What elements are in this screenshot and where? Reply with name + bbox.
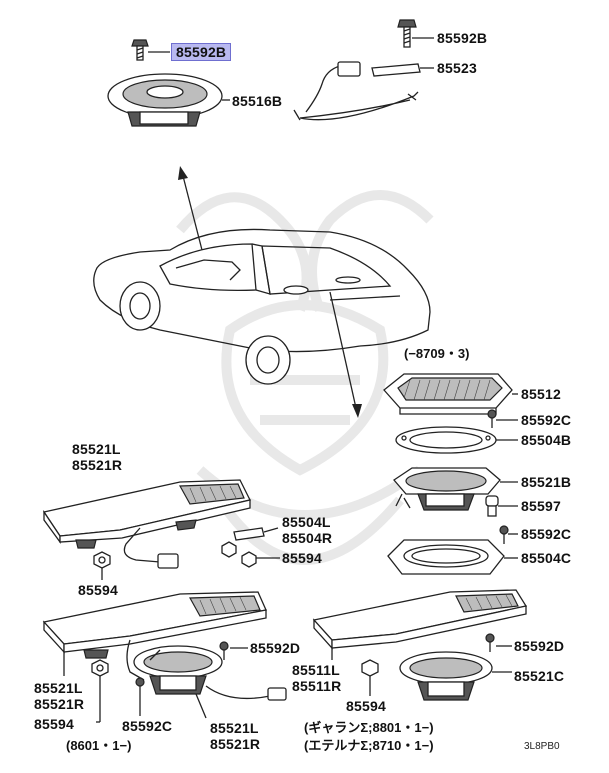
- label-85511L[interactable]: 85511L: [292, 662, 340, 678]
- label-85594-left[interactable]: 85594: [78, 582, 118, 598]
- label-85592B-top[interactable]: 85592B: [171, 43, 232, 61]
- bracket-85523: [293, 19, 421, 121]
- leaders-top: [148, 37, 434, 101]
- label-85511R[interactable]: 85511R: [292, 678, 342, 694]
- date-note-top-right: (−8709・3): [404, 346, 470, 361]
- label-85504C[interactable]: 85504C: [521, 550, 572, 566]
- speaker-85521L-bottom: [126, 639, 287, 701]
- label-85592B-right[interactable]: 85592B: [437, 30, 488, 46]
- car-outline: [93, 228, 431, 385]
- label-85521L-top[interactable]: 85521L: [72, 441, 121, 457]
- arrow-to-rear-speakers: [329, 291, 362, 418]
- label-85521R-top[interactable]: 85521R: [72, 457, 123, 473]
- screw-85592C-bottom: [135, 677, 145, 696]
- speaker-85521B: [393, 467, 501, 511]
- grille-85512: [383, 373, 513, 415]
- label-85521R-bottom-left[interactable]: 85521R: [34, 696, 85, 712]
- bracket-85504L: [233, 527, 279, 541]
- screw-85592D-a: [219, 641, 248, 660]
- speaker-box-85521: [42, 479, 251, 569]
- nut-85594-bottom: [361, 659, 379, 696]
- label-85504B[interactable]: 85504B: [521, 432, 572, 448]
- diagram-code: 3L8PB0: [524, 741, 560, 752]
- label-85523[interactable]: 85523: [437, 60, 477, 76]
- label-85594-mid[interactable]: 85594: [282, 550, 322, 566]
- screw-85592C-b: [499, 525, 509, 544]
- label-85592D-a[interactable]: 85592D: [250, 640, 301, 656]
- label-85592C-b[interactable]: 85592C: [521, 526, 572, 542]
- label-85597[interactable]: 85597: [521, 498, 561, 514]
- gasket-85504C: [387, 539, 505, 575]
- tweeter-85516B: [107, 39, 223, 127]
- label-85521B[interactable]: 85521B: [521, 474, 572, 490]
- speaker-85521C: [399, 651, 512, 701]
- label-85521R-bottom-mid[interactable]: 85521R: [210, 736, 261, 752]
- label-85521C[interactable]: 85521C: [514, 668, 565, 684]
- nut-85594-bottom-left: [91, 659, 109, 677]
- nuts-85594-mid: [221, 541, 280, 568]
- leaders-bottom-left: [63, 652, 207, 723]
- label-85504L[interactable]: 85504L: [282, 514, 331, 530]
- clip-85597: [485, 495, 499, 517]
- bolt-85592B-right: [397, 19, 417, 48]
- label-85512[interactable]: 85512: [521, 386, 561, 402]
- nut-85594-left: [93, 551, 111, 569]
- label-85521L-bottom-mid[interactable]: 85521L: [210, 720, 259, 736]
- gasket-85504B: [395, 426, 497, 454]
- eterna-note: (エテルナΣ;8710・1−): [304, 738, 434, 753]
- label-85592C-bottom[interactable]: 85592C: [122, 718, 173, 734]
- screw-85592C-a: [487, 409, 497, 428]
- label-85594-bottom[interactable]: 85594: [346, 698, 386, 714]
- date-note-bottom-left: (8601・1−): [66, 738, 132, 753]
- bolt-85592B-top: [131, 39, 149, 61]
- galant-note: (ギャランΣ;8801・1−): [304, 720, 434, 735]
- speaker-box-bottom-left: [42, 591, 267, 659]
- label-85592D-b[interactable]: 85592D: [514, 638, 565, 654]
- label-85516B[interactable]: 85516B: [232, 93, 283, 109]
- speaker-box-85511: [312, 589, 528, 660]
- label-85521L-bottom-left[interactable]: 85521L: [34, 680, 83, 696]
- leaders-right: [496, 393, 518, 559]
- label-85594-bottom-left[interactable]: 85594: [34, 716, 74, 732]
- screw-85592D-b: [485, 633, 512, 652]
- label-85592C-a[interactable]: 85592C: [521, 412, 572, 428]
- label-85504R[interactable]: 85504R: [282, 530, 333, 546]
